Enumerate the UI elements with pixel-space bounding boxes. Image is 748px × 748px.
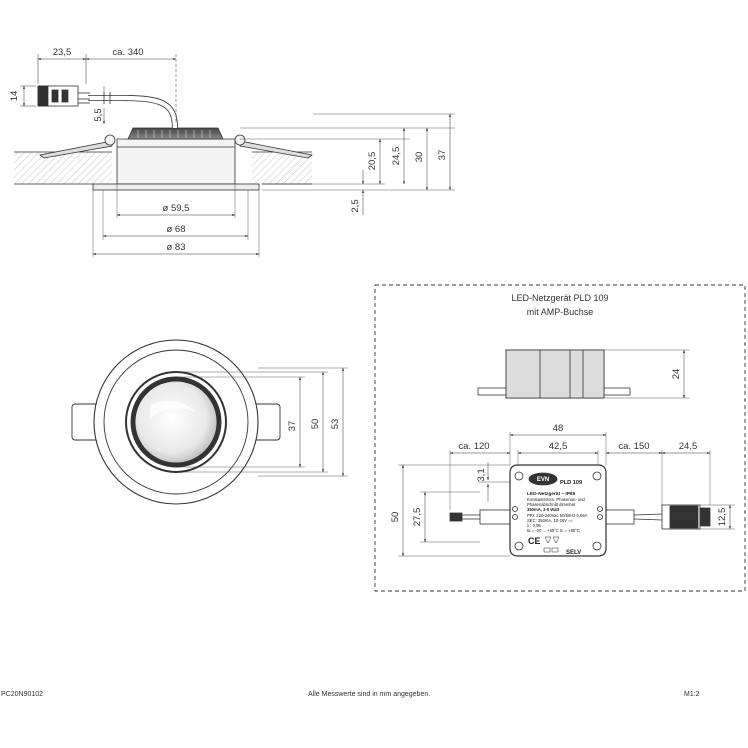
label-header: LED-Netzgerät – IP65 (527, 491, 576, 497)
label-line5: SEC: 350mA, 10-26V == (527, 518, 574, 523)
dim-driver-width-body: 42,5 (549, 441, 568, 452)
dim-cable-offset: 5,5 (93, 108, 104, 121)
dim-plug-height: 12,5 (717, 508, 728, 527)
dim-50: 50 (310, 419, 321, 430)
side-view-labels: 23,5 ca. 340 14 5,5 20,5 24,5 30 37 2,5 … (9, 47, 448, 253)
dim-d-inner: ø 59,5 (163, 203, 190, 214)
label-line6: λ : 0,95 (527, 523, 541, 528)
side-view (14, 54, 455, 257)
label-line7: ta = -20 ... +50°C tc = +80°C (527, 528, 580, 533)
dim-cable-out: ca. 150 (618, 441, 649, 452)
dim-driver-height-total: 50 (390, 512, 401, 523)
certification-icons (543, 536, 560, 553)
label-line2: Phasenabschnitt dimmbar (527, 502, 576, 507)
dim-driver-height-inner: 27,5 (412, 508, 423, 527)
drawing-code: PC20N90102 (1, 691, 44, 698)
dim-cable-clip: 23,5 (53, 47, 72, 58)
dim-37: 37 (287, 421, 298, 432)
front-view (71, 339, 348, 505)
driver-label: EVN PLD 109 LED-Netzgerät – IP65 Konstan… (527, 477, 588, 556)
label-line3: 350mA, 3-9 Watt (527, 507, 560, 512)
label-line1: Konstantstrom, Phasenan- und (527, 497, 585, 502)
dim-h2: 24,5 (391, 147, 402, 166)
dim-driver-width-total: 48 (553, 423, 564, 434)
front-view-labels: 37 50 53 (287, 419, 341, 432)
driver-top-view (398, 432, 735, 557)
dim-cable-in: ca. 120 (458, 441, 489, 452)
dim-plug-len: 24,5 (679, 441, 698, 452)
dim-clip-height: 14 (9, 91, 20, 102)
dim-d-mid: ø 68 (166, 224, 185, 235)
dim-53: 53 (330, 419, 341, 430)
ce-mark: CE (528, 536, 541, 546)
scale: M1:2 (684, 691, 700, 698)
dim-d-outer: ø 83 (166, 242, 185, 253)
brand-logo: EVN (537, 477, 549, 483)
label-line4: PRI: 220-240Vac 50/60Hz 0,06A (527, 513, 588, 518)
dim-driver-side-height: 24 (671, 369, 682, 380)
selv-mark: SELV (566, 550, 581, 556)
units-note: Alle Messwerte sind in mm angegeben. (308, 691, 431, 698)
dim-h1: 20,5 (367, 152, 378, 171)
driver-title: LED-Netzgerät PLD 109 (511, 293, 608, 303)
dim-driver-offset: 3,1 (476, 468, 487, 481)
driver-panel: LED-Netzgerät PLD 109 mit AMP-Buchse (374, 284, 746, 592)
dim-h4: 37 (437, 150, 448, 161)
dim-cable-length: ca. 340 (112, 47, 143, 58)
driver-dim-labels: 48 42,5 ca. 120 ca. 150 24,5 12,5 50 27,… (390, 423, 728, 526)
driver-side-view (477, 349, 690, 399)
driver-subtitle: mit AMP-Buchse (527, 307, 594, 317)
dim-flange: 2,5 (350, 199, 361, 212)
label-model: PLD 109 (560, 480, 582, 486)
dim-h3: 30 (414, 152, 425, 163)
